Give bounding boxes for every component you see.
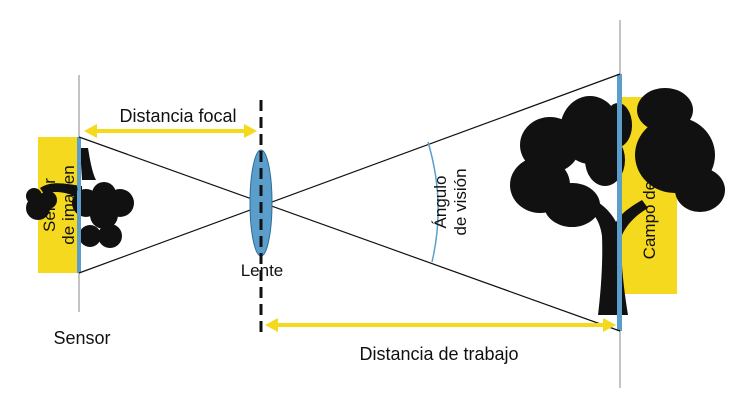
image-sensor-label-line2: de imagen (59, 165, 78, 244)
object-tree-icon (510, 88, 725, 315)
image-sensor-label: Sensor de imagen (40, 165, 78, 244)
working-distance-arrow (265, 318, 616, 332)
sensor-strip (77, 137, 81, 273)
view-angle-label-line2: de visión (451, 168, 470, 235)
object-strip (617, 74, 622, 331)
view-angle-label-line1: Ángulo (431, 176, 450, 229)
sensor-label: Sensor (53, 328, 110, 348)
lens-label: Lente (241, 261, 284, 280)
image-sensor-label-line1: Sensor (40, 178, 59, 232)
view-angle-label: Ángulo de visión (431, 168, 470, 235)
focal-distance-label: Distancia focal (119, 106, 236, 126)
field-of-view-label: Campo de visión (640, 133, 659, 260)
working-distance-label: Distancia de trabajo (359, 344, 518, 364)
ray-lines (78, 73, 621, 332)
focal-distance-arrow (84, 124, 257, 138)
field-of-view-label-text: Campo de visión (640, 133, 659, 260)
view-angle-arc (427, 141, 439, 263)
